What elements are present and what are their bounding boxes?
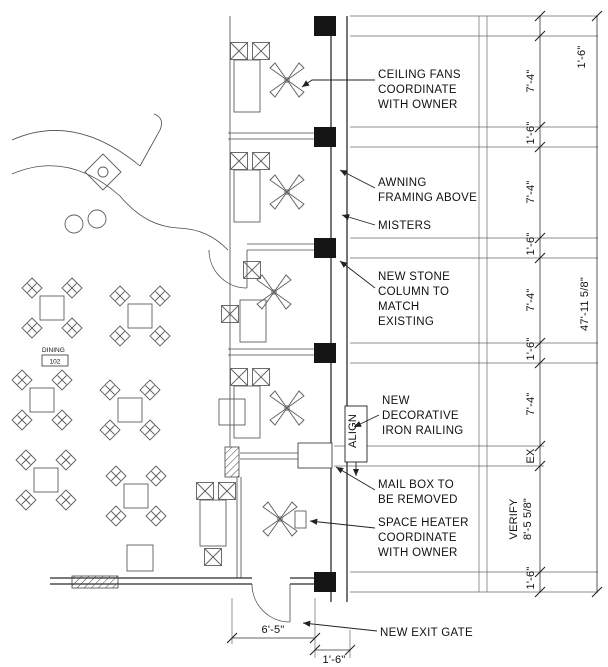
dim-overall: 47'-11 5/8" bbox=[579, 277, 591, 331]
leader-space-heater bbox=[309, 518, 376, 529]
svg-text:WITH OWNER: WITH OWNER bbox=[378, 547, 458, 559]
svg-text:CEILING FANS: CEILING FANS bbox=[378, 69, 461, 81]
annotation-space-heater: SPACE HEATER COORDINATE WITH OWNER bbox=[309, 517, 469, 559]
svg-text:COORDINATE: COORDINATE bbox=[378, 532, 457, 544]
patio-edge-curves bbox=[11, 113, 229, 251]
svg-text:WITH OWNER: WITH OWNER bbox=[378, 99, 458, 111]
svg-text:FRAMING ABOVE: FRAMING ABOVE bbox=[378, 192, 477, 204]
planter-edge bbox=[119, 195, 229, 251]
annotation-awning: AWNING FRAMING ABOVE bbox=[339, 169, 477, 204]
booth-bay-5 bbox=[196, 482, 307, 566]
main-wall-lines bbox=[330, 16, 348, 602]
stone-column bbox=[314, 127, 336, 147]
dimension-extension-lines bbox=[334, 15, 598, 593]
svg-text:DECORATIVE: DECORATIVE bbox=[382, 410, 459, 422]
svg-text:SPACE HEATER: SPACE HEATER bbox=[378, 517, 469, 529]
mailbox-symbol bbox=[297, 442, 333, 469]
stone-column bbox=[314, 343, 336, 363]
booth-table bbox=[239, 299, 267, 343]
svg-text:BE REMOVED: BE REMOVED bbox=[378, 494, 458, 506]
dim-col-2: 1'-6" bbox=[525, 122, 537, 145]
wall-section-hatched bbox=[71, 575, 119, 589]
dim-bay-3: 7'-4" bbox=[525, 289, 537, 312]
annotation-stone-column: NEW STONE COLUMN TO MATCH EXISTING bbox=[339, 260, 450, 328]
annotation-ceiling-fans: CEILING FANS COORDINATE WITH OWNER bbox=[301, 69, 461, 111]
booth-table bbox=[233, 169, 261, 223]
room-tag: DINING 102 bbox=[41, 347, 69, 367]
svg-text:COLUMN TO: COLUMN TO bbox=[378, 286, 449, 298]
dim-bay-4: 7'-4" bbox=[525, 393, 537, 416]
dim-verify-width: 8'-5 5/8" bbox=[522, 498, 534, 540]
booth-table bbox=[199, 499, 227, 547]
svg-text:AWNING: AWNING bbox=[378, 177, 427, 189]
overall-dimension-line bbox=[591, 10, 603, 598]
leader-ceiling-fans bbox=[301, 79, 375, 88]
leader-iron-railing bbox=[353, 414, 380, 428]
bottom-dimensions: 6'-5" 1'-6" bbox=[226, 598, 356, 666]
dim-col-4: 1'-6" bbox=[525, 338, 537, 361]
svg-text:IRON RAILING: IRON RAILING bbox=[382, 425, 464, 437]
dim-col-3: 1'-6" bbox=[525, 233, 537, 256]
stone-columns bbox=[314, 16, 336, 592]
host-stand bbox=[84, 153, 122, 191]
room-name: DINING bbox=[42, 347, 65, 354]
svg-text:MATCH: MATCH bbox=[378, 301, 420, 313]
booth-table bbox=[233, 59, 261, 113]
leader-stone-column bbox=[339, 260, 376, 289]
annotation-iron-railing: NEW DECORATIVE IRON RAILING bbox=[353, 395, 464, 437]
wall-section-hatched bbox=[224, 446, 240, 478]
svg-text:MISTERS: MISTERS bbox=[378, 220, 431, 232]
booth-bay-4 bbox=[230, 368, 305, 439]
annotation-misters: MISTERS bbox=[341, 214, 431, 232]
leader-mailbox bbox=[335, 466, 376, 491]
room-number: 102 bbox=[50, 359, 61, 366]
bay-dividers bbox=[228, 132, 314, 460]
booth-table bbox=[233, 385, 261, 439]
annotation-mailbox: MAIL BOX TO BE REMOVED bbox=[335, 466, 458, 506]
awning-edge-lines bbox=[478, 16, 488, 592]
dim-col-5: 1'-6" bbox=[525, 567, 537, 590]
leader-misters bbox=[341, 214, 376, 226]
dim-bottom-col: 1'-6" bbox=[323, 654, 346, 666]
space-heater-symbol bbox=[294, 510, 307, 529]
stone-column bbox=[314, 238, 336, 258]
booth-bay-1 bbox=[230, 42, 305, 113]
svg-text:MAIL BOX TO: MAIL BOX TO bbox=[378, 479, 454, 491]
dim-verify-note: VERIFY bbox=[508, 498, 520, 539]
stone-column bbox=[314, 16, 336, 36]
door-swing-bay3 bbox=[208, 249, 248, 289]
leader-awning bbox=[339, 169, 376, 189]
stone-column bbox=[314, 572, 336, 592]
dim-col-1: 1'-6" bbox=[576, 46, 588, 69]
booth-front-edge bbox=[224, 16, 242, 578]
dim-gate-width: 6'-5" bbox=[262, 624, 285, 636]
room-number-box bbox=[41, 354, 69, 367]
dim-bay-1: 7'-4" bbox=[525, 70, 537, 93]
svg-text:NEW: NEW bbox=[382, 395, 410, 407]
svg-text:COORDINATE: COORDINATE bbox=[378, 84, 457, 96]
planter-circle bbox=[64, 214, 84, 234]
bottom-wall bbox=[50, 575, 314, 589]
exit-gate-swing bbox=[251, 583, 291, 623]
svg-text:NEW STONE: NEW STONE bbox=[378, 271, 450, 283]
dimension-chain bbox=[534, 10, 546, 598]
dim-existing: EX bbox=[525, 448, 537, 464]
align-label: ALIGN bbox=[347, 414, 359, 448]
svg-text:NEW EXIT GATE: NEW EXIT GATE bbox=[380, 627, 473, 639]
dim-bay-2: 7'-4" bbox=[525, 181, 537, 204]
booth-bay-2 bbox=[230, 152, 305, 223]
booth-bay-3 bbox=[221, 261, 292, 343]
planter-circle bbox=[87, 209, 107, 229]
svg-text:EXISTING: EXISTING bbox=[378, 316, 434, 328]
